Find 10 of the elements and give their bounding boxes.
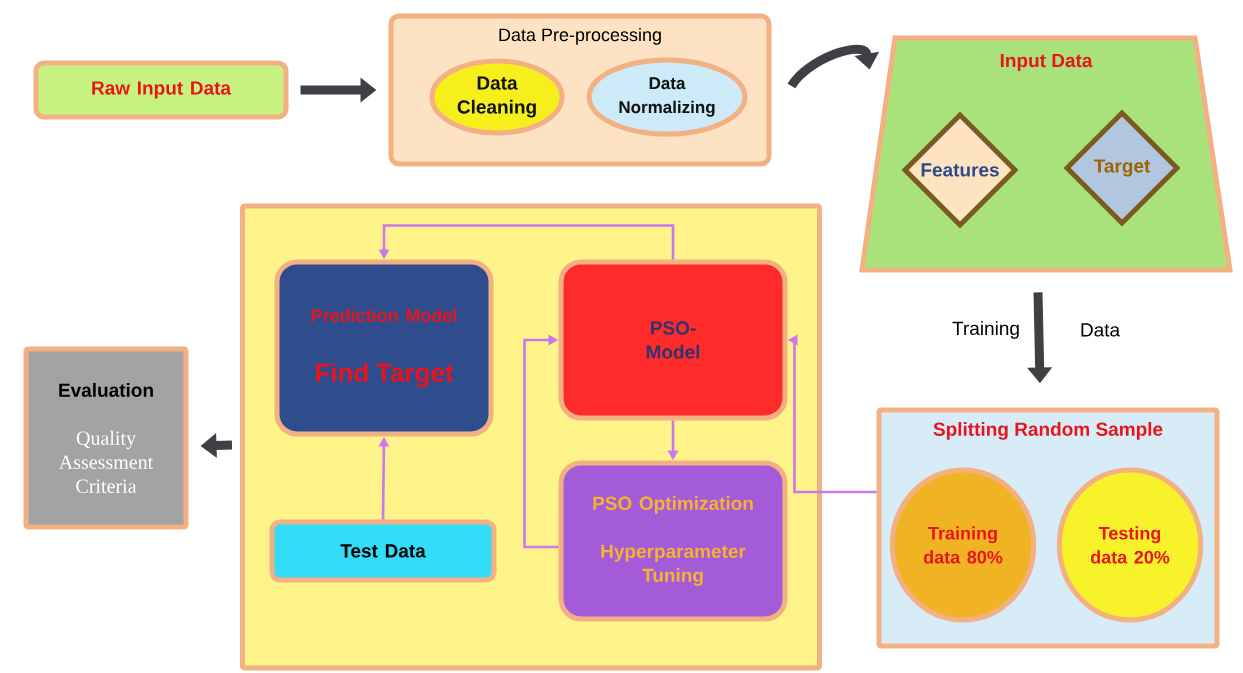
flow-label: Training	[952, 321, 1019, 339]
process-box: Test Data	[269, 519, 497, 583]
process-box: Evaluation Quality Assessment Criteria	[23, 346, 189, 530]
arrow	[523, 334, 559, 549]
process-box: PSO- Model	[558, 259, 788, 421]
flow-label: Data	[1081, 323, 1121, 337]
process-box: Raw Input Data	[33, 60, 289, 120]
process-box: PSO Optimization Hyperparameter Tuning	[558, 460, 788, 622]
process-box: Prediction Model Find Target	[274, 259, 494, 437]
arrow	[787, 44, 880, 89]
